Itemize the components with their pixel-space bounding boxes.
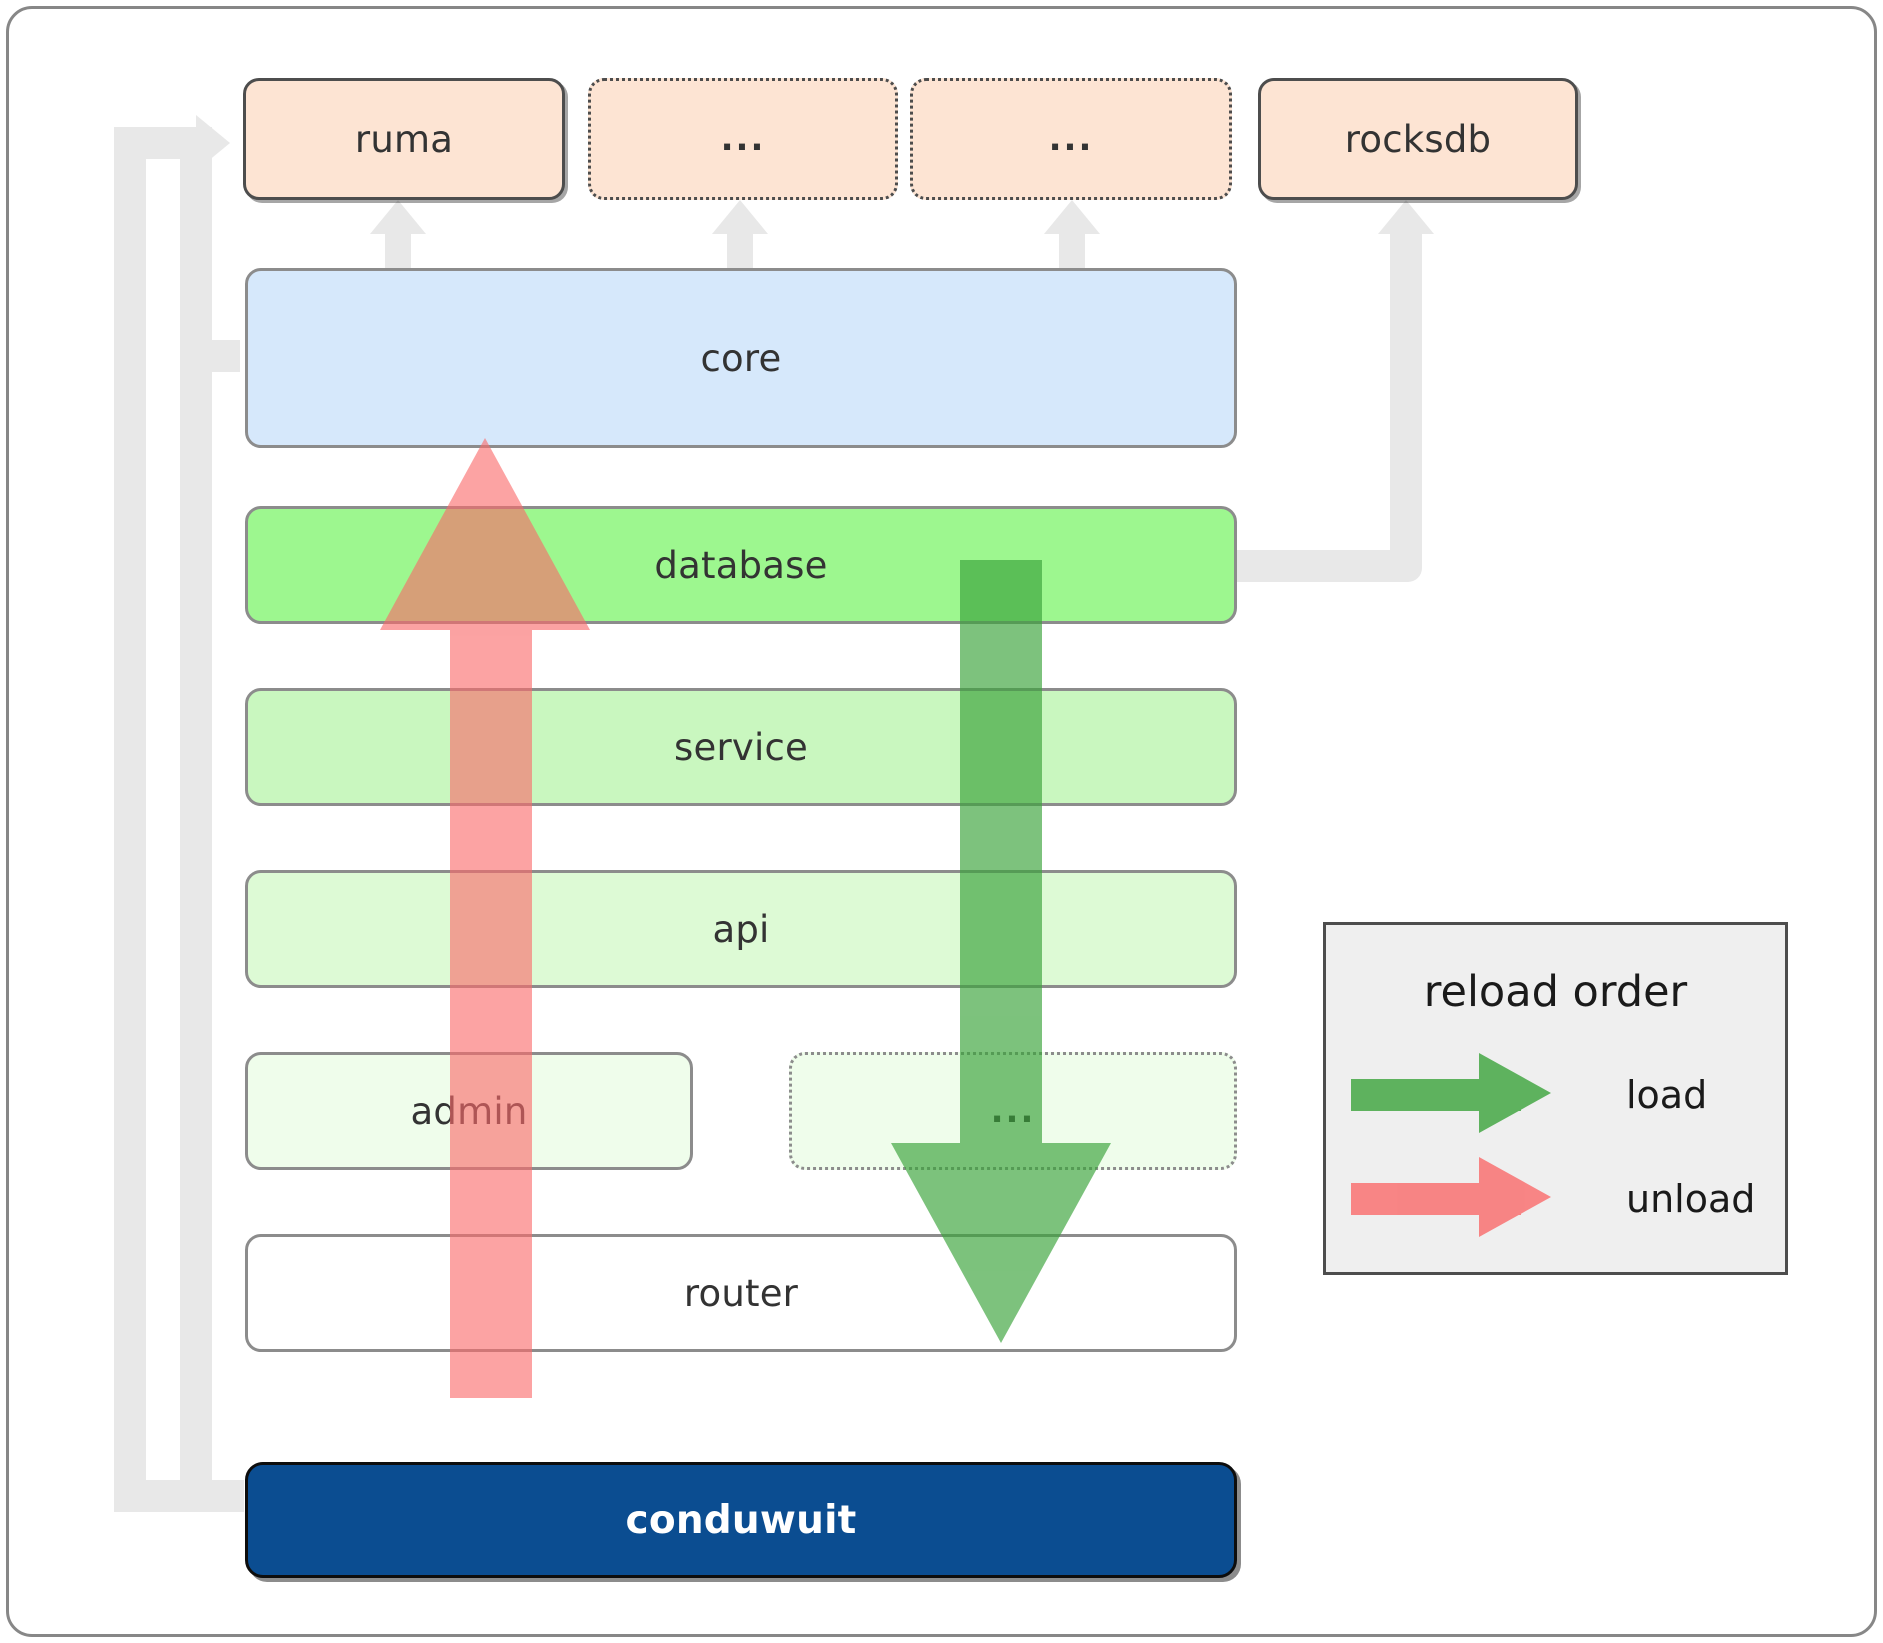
legend-title: reload order <box>1423 967 1688 1017</box>
application-label-conduwuit: conduwuit <box>625 1497 857 1543</box>
connector-left-trunk <box>114 127 146 1512</box>
connector-arrow-core-to-dep3 <box>1044 200 1100 234</box>
layer-box-api[interactable]: api <box>245 870 1237 988</box>
dependency-label-placeholder-2: ... <box>1048 119 1094 159</box>
legend-panel: reload order load unload <box>1323 922 1788 1275</box>
dependency-box-rocksdb[interactable]: rocksdb <box>1258 78 1578 200</box>
legend-load-arrow <box>1351 1053 1581 1133</box>
connector-db-to-rocksdb-horizontal <box>1222 550 1422 582</box>
legend-unload-arrow <box>1351 1157 1581 1237</box>
dependency-label-ruma: ruma <box>354 117 454 161</box>
layer-box-service[interactable]: service <box>245 688 1237 806</box>
dependency-box-ruma[interactable]: ruma <box>243 78 565 200</box>
dependency-label-rocksdb: rocksdb <box>1344 117 1492 161</box>
legend-label-load: load <box>1626 1073 1708 1117</box>
connector-arrow-db-to-rocksdb <box>1378 200 1434 234</box>
layer-label-router: router <box>683 1271 799 1315</box>
legend-load-head <box>1479 1053 1551 1133</box>
legend-label-unload: unload <box>1626 1177 1756 1221</box>
layer-label-database: database <box>654 543 828 587</box>
unload-flow-arrow <box>380 438 590 1398</box>
connector-arrow-core-to-ruma <box>370 200 426 234</box>
load-arrow-shaft <box>960 560 1042 1240</box>
dependency-box-placeholder-2[interactable]: ... <box>910 78 1232 200</box>
unload-arrow-head <box>380 438 590 630</box>
layer-label-api: api <box>712 907 770 951</box>
load-flow-arrow <box>880 560 1111 1343</box>
connector-arrow-to-core <box>196 328 230 384</box>
connector-db-to-rocksdb-vertical <box>1390 228 1422 568</box>
legend-unload-head <box>1479 1157 1551 1237</box>
application-box-conduwuit[interactable]: conduwuit <box>245 1462 1237 1578</box>
dependency-box-placeholder-1[interactable]: ... <box>588 78 898 200</box>
load-arrow-head <box>891 1143 1111 1343</box>
dependency-label-placeholder-1: ... <box>720 119 766 159</box>
connector-app-to-trunk <box>114 1480 244 1512</box>
layer-box-core[interactable]: core <box>245 268 1237 448</box>
unload-arrow-shaft <box>450 628 532 1398</box>
layer-label-service: service <box>674 725 808 769</box>
connector-arrow-core-to-dep2 <box>712 200 768 234</box>
layer-label-core: core <box>700 336 782 380</box>
